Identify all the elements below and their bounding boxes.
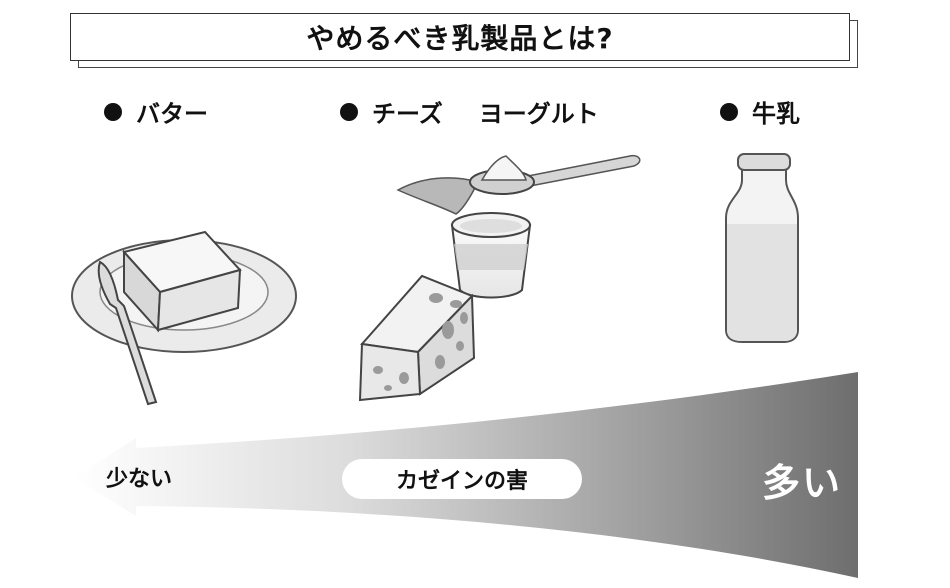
high-casein-label: 多い [762,461,843,505]
category-milk-label: 牛乳 [752,100,800,128]
category-milk: 牛乳 [720,94,800,129]
milk-bottle-illustration [725,153,799,343]
page-title: やめるべき乳製品とは? [70,13,850,61]
category-yogurt-label: ヨーグルト [478,100,599,128]
category-butter: バター [104,94,208,129]
butter-plate-illustration [71,230,297,406]
bullet-icon [340,102,358,121]
yogurt-illustration [396,154,641,299]
casein-harm-label: カゼインの害 [342,459,582,499]
category-butter-label: バター [136,100,208,128]
title-frame: やめるべき乳製品とは? [70,13,858,69]
bullet-icon [104,102,122,121]
category-cheese-label: チーズ [372,100,443,128]
bullet-icon [720,102,738,121]
cheese-illustration [358,274,476,402]
category-cheese-yogurt: チーズ ヨーグルト [340,94,599,129]
low-casein-label: 少ない [106,467,173,492]
